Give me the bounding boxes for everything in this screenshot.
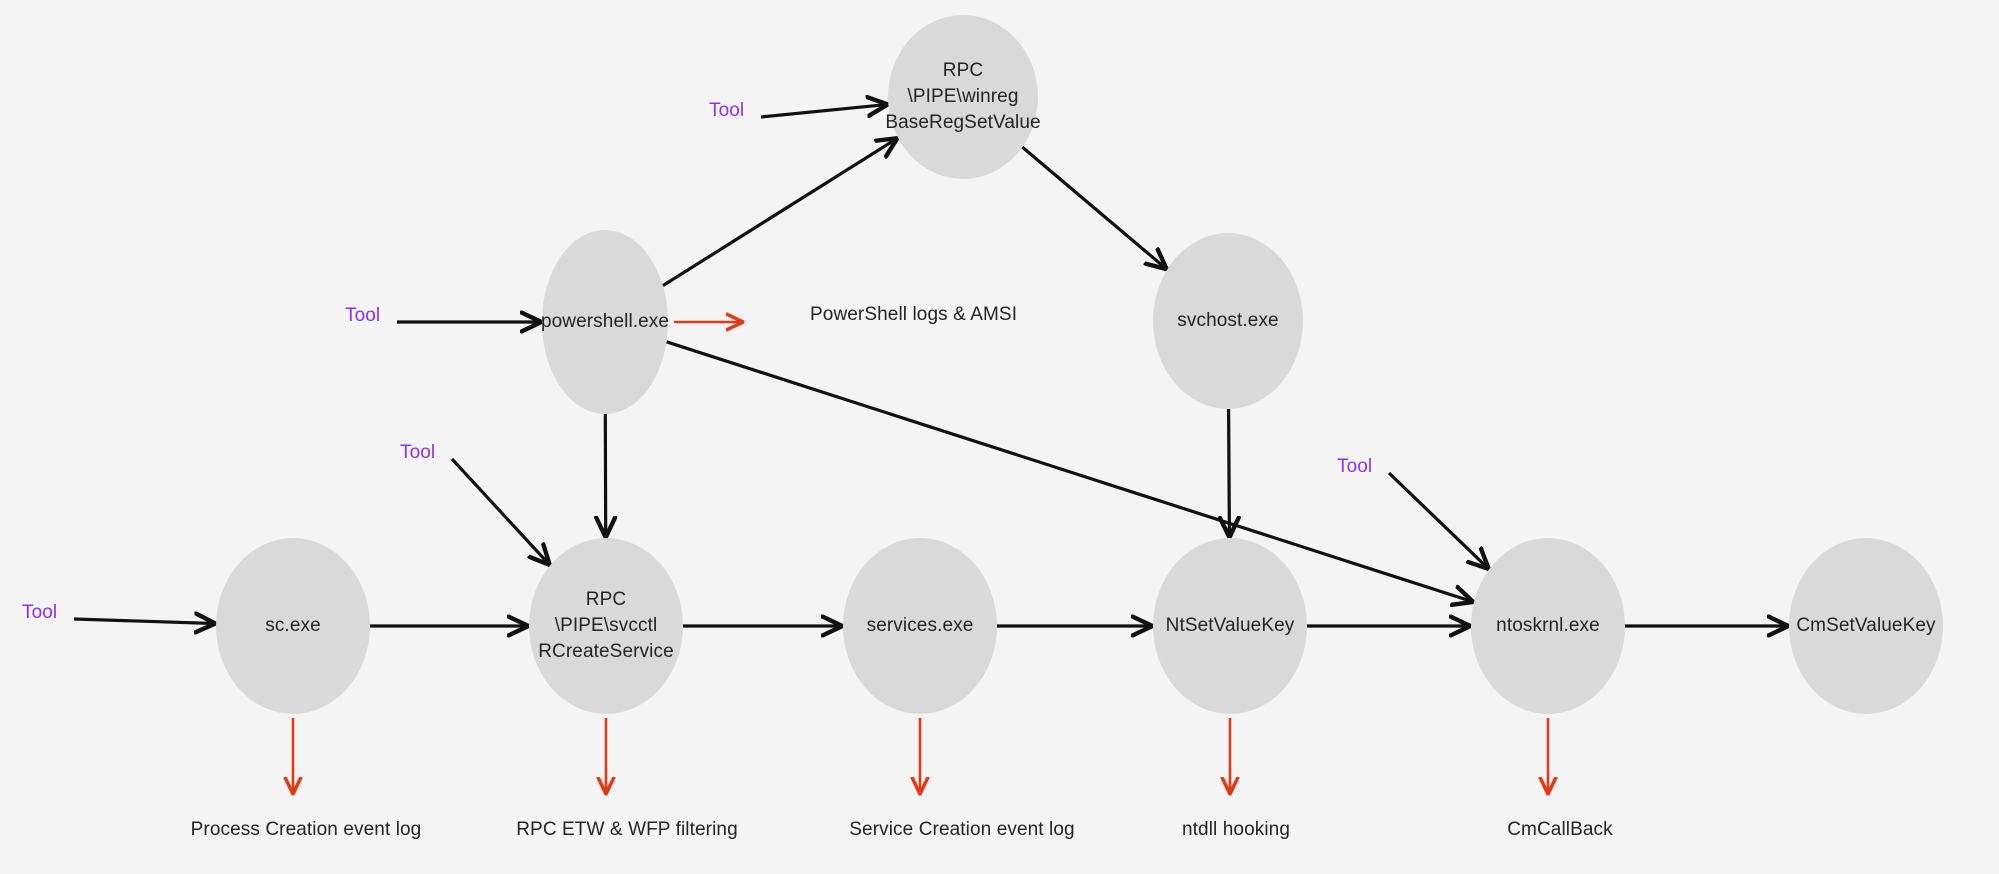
node-label: services.exe <box>866 614 974 636</box>
node-label: RPC \PIPE\svcctl RCreateService <box>538 588 674 663</box>
tool-edge-to-scexe <box>73 619 214 623</box>
node-label: NtSetValueKey <box>1165 614 1295 636</box>
node-label: CmSetValueKey <box>1796 614 1936 636</box>
node-ntoskrnl[interactable]: ntoskrnl.exe <box>1471 538 1625 714</box>
node-winreg[interactable]: RPC \PIPE\winreg BaseRegSetValue <box>885 15 1041 179</box>
node-label: RPC \PIPE\winreg BaseRegSetValue <box>885 59 1041 134</box>
tool-edge-to-svcctl <box>450 457 549 564</box>
node-services[interactable]: services.exe <box>843 538 997 714</box>
node-scexe[interactable]: sc.exe <box>216 538 370 714</box>
node-cmsetvalue[interactable]: CmSetValueKey <box>1789 538 1943 714</box>
tool-label-ntoskrnl: Tool <box>1337 456 1373 477</box>
node-label: powershell.exe <box>540 310 670 332</box>
defense-label-ntoskrnl: CmCallBack <box>1507 819 1613 840</box>
flow-edge-svchost-to-ntsetvalue <box>1229 408 1230 536</box>
tool-label-svcctl: Tool <box>400 442 436 463</box>
flow-edge-powershell-to-winreg <box>662 139 896 287</box>
node-ntsetvalue[interactable]: NtSetValueKey <box>1153 538 1307 714</box>
defense-label-svcctl: RPC ETW & WFP filtering <box>516 819 738 840</box>
defense-label-scexe: Process Creation event log <box>190 819 422 840</box>
tool-label-winreg: Tool <box>709 100 745 121</box>
flow-edge-winreg-to-svchost <box>1021 145 1165 268</box>
node-svchost[interactable]: svchost.exe <box>1153 233 1303 409</box>
tool-edge-to-winreg <box>760 105 886 119</box>
node-label: ntoskrnl.exe <box>1496 614 1600 636</box>
defense-label-ntsetvalue: ntdll hooking <box>1182 819 1290 840</box>
node-label: sc.exe <box>265 614 321 636</box>
defense-label-powershell: PowerShell logs & AMSI <box>810 304 1018 325</box>
node-powershell[interactable]: powershell.exe <box>541 230 669 414</box>
node-label: svchost.exe <box>1177 309 1279 331</box>
tool-edge-to-ntoskrnl <box>1387 471 1488 568</box>
defense-label-services: Service Creation event log <box>849 819 1075 840</box>
node-svcctl[interactable]: RPC \PIPE\svcctl RCreateService <box>529 538 683 714</box>
tool-label-scexe: Tool <box>22 602 58 623</box>
tool-label-powershell: Tool <box>345 305 381 326</box>
